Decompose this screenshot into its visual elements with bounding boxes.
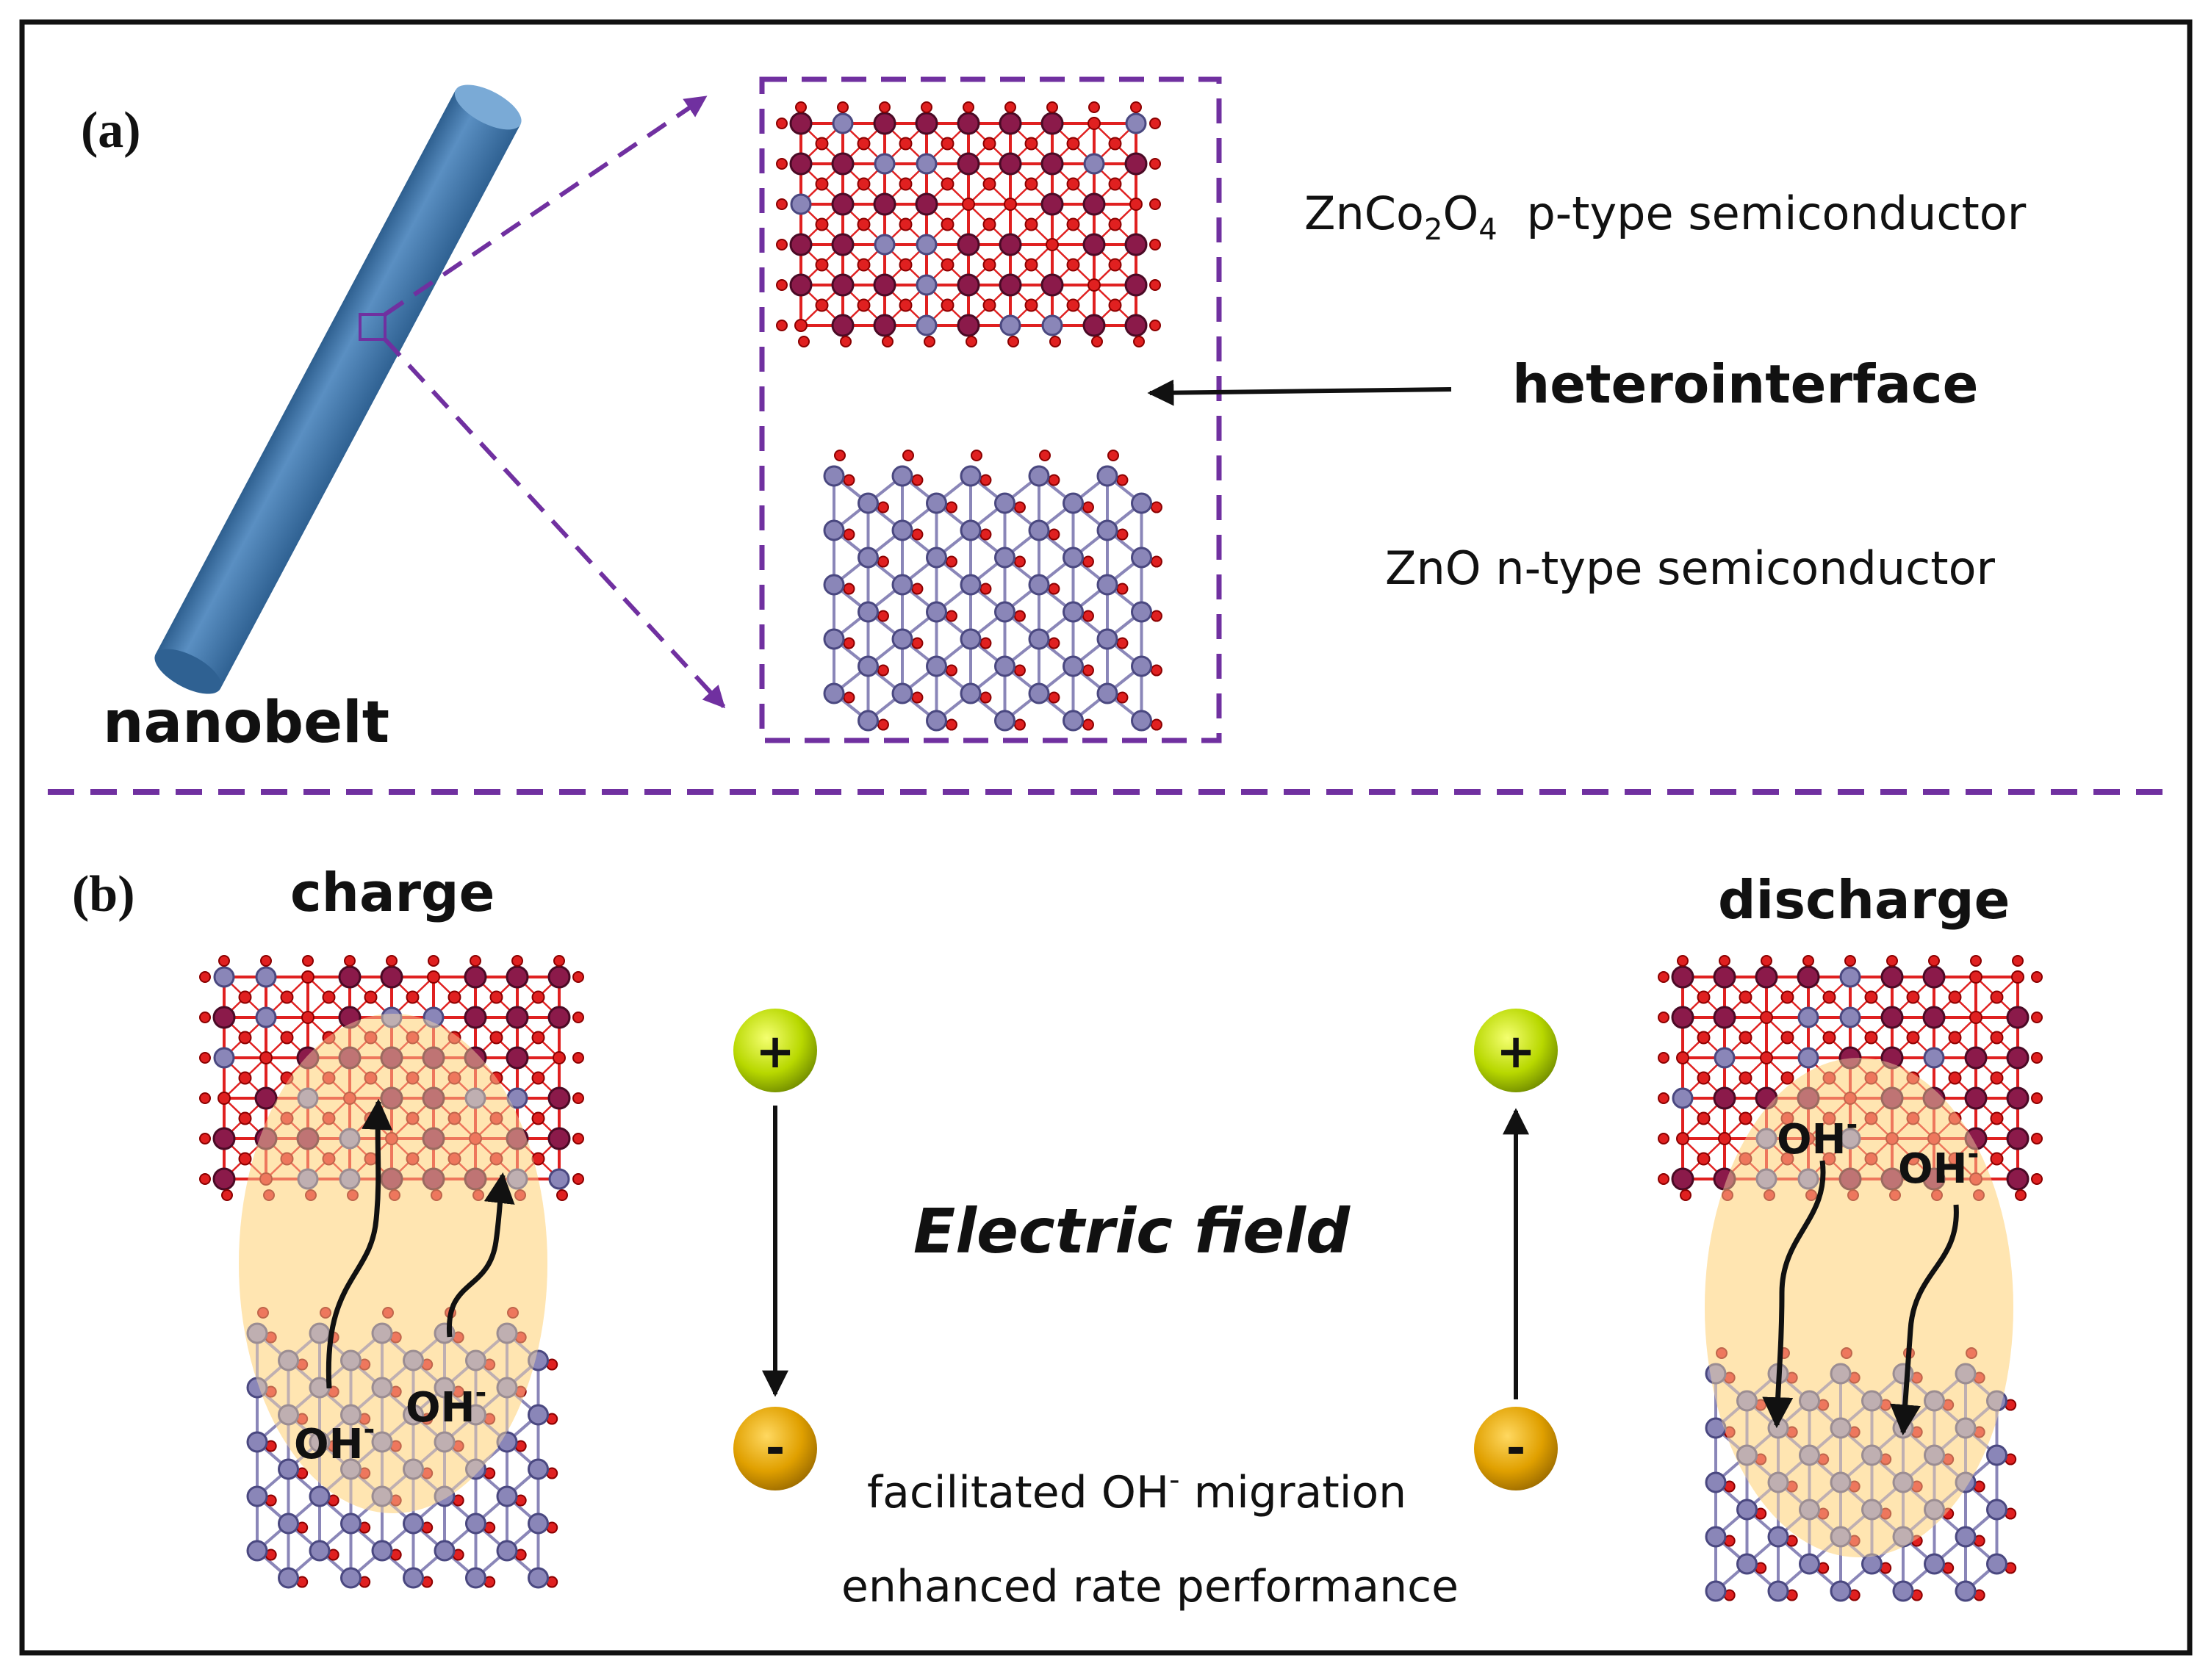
discharge-zinc-oxide-lattice (1705, 1347, 2017, 1602)
electric-field-label: Electric field (913, 1195, 1351, 1267)
charge-positive-ball (733, 1009, 817, 1092)
charge-migration-arrow-2 (446, 1172, 515, 1338)
heterointerface-label: heterointerface (1512, 353, 1978, 415)
discharge-hydroxide-2: OH- (1898, 1138, 1979, 1193)
charge-migration-arrow-1 (326, 1098, 393, 1389)
charge-positive-sign: + (755, 1025, 795, 1079)
outer-frame (19, 19, 2193, 1656)
discharge-migration-arrow-2 (1890, 1204, 1959, 1436)
caption-migration: facilitated OH- migration (867, 1463, 1406, 1518)
zoom-box (759, 76, 1222, 743)
zoom-line-top (384, 95, 708, 317)
discharge-negative-ball (1474, 1407, 1558, 1490)
charge-label: charge (290, 862, 495, 923)
top-layer-label: ZnCo2O4 p-type semiconductor (1304, 187, 2027, 247)
discharge-label: discharge (1718, 869, 2010, 931)
charge-hydroxide-2: OH- (406, 1377, 486, 1432)
heterointerface-arrow (1147, 379, 1452, 406)
charge-hydroxide-1: OH- (294, 1413, 375, 1468)
bottom-layer-label: ZnO n-type semiconductor (1385, 541, 1996, 595)
panel-a-label: (a) (81, 102, 141, 159)
nanobelt-label: nanobelt (103, 690, 389, 756)
discharge-zinc-cobalt-oxide-lattice (1658, 955, 2043, 1201)
zoom-line-bottom (383, 337, 726, 709)
discharge-positive-sign: + (1496, 1025, 1536, 1079)
discharge-positive-ball (1474, 1009, 1558, 1092)
charge-negative-ball (733, 1407, 817, 1490)
charge-negative-sign: - (766, 1421, 785, 1476)
nanobelt-rod (154, 84, 522, 694)
nanobelt-zoom-square (359, 313, 387, 341)
discharge-migration-arrow-1 (1762, 1160, 1826, 1429)
discharge-hydroxide-1: OH- (1777, 1108, 1858, 1164)
zinc-cobalt-oxide-lattice (776, 101, 1161, 347)
zinc-oxide-lattice (823, 450, 1162, 732)
charge-zinc-cobalt-oxide-lattice (199, 955, 584, 1201)
discharge-glow-overlay (1705, 1058, 2013, 1557)
discharge-negative-sign: - (1506, 1421, 1526, 1476)
charge-glow-overlay (239, 1014, 547, 1513)
caption-rate-performance: enhanced rate performance (841, 1561, 1459, 1612)
panel-b-label: (b) (72, 866, 135, 923)
